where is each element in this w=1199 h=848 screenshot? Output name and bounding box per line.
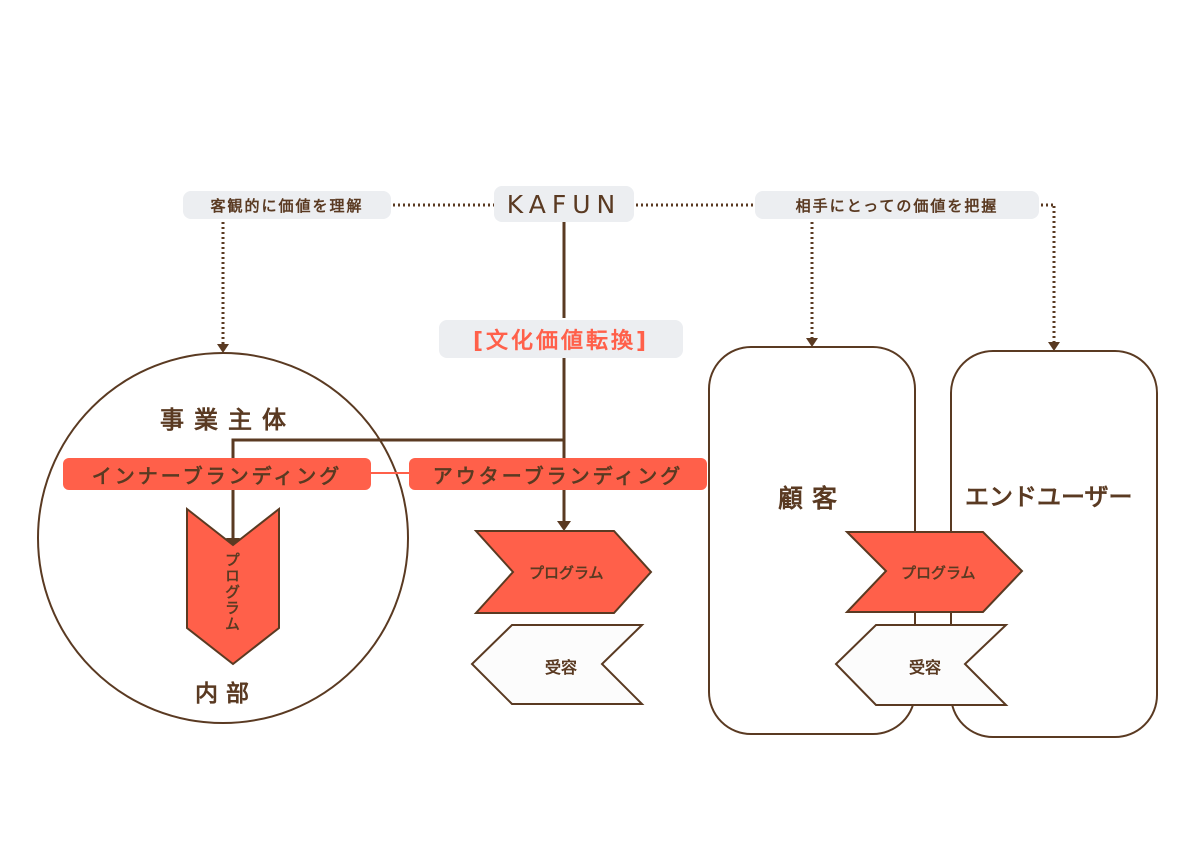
kafun-label: KAFUN [506, 189, 622, 219]
inner-branding-label: インナーブランディング [91, 463, 343, 488]
customer-title: 顧客 [778, 484, 847, 513]
inner-program-label: プログラム [223, 552, 241, 632]
partner-value-pill: 相手にとっての価値を把握 [755, 191, 1039, 219]
outer-branding-label: アウターブランディング [432, 463, 684, 488]
enduser-program-label: プログラム [901, 564, 976, 582]
outer-acceptance-label: 受容 [545, 658, 578, 677]
objective-value-label: 客観的に価値を理解 [210, 196, 364, 215]
enduser-acceptance-chevron [834, 624, 1009, 706]
outer-branding-pill: アウターブランディング [409, 458, 707, 490]
inner-branding-pill: インナーブランディング [63, 458, 371, 490]
arrowhead-enduser [1048, 342, 1060, 351]
kafun-pill: KAFUN [494, 186, 634, 222]
business-circle [37, 352, 409, 724]
business-entity-title: 事業主体 [160, 406, 296, 434]
internal-label: 内部 [195, 681, 257, 707]
arrowhead-customer [806, 338, 818, 347]
cultural-value-conversion-label: [文化価値転換] [472, 329, 650, 354]
objective-value-pill: 客観的に価値を理解 [183, 191, 391, 219]
arrowhead-outer-program [557, 521, 571, 531]
cultural-value-conversion-pill: [文化価値転換] [439, 320, 683, 358]
outer-program-label: プログラム [529, 564, 604, 582]
enduser-program-chevron [844, 531, 1024, 613]
arrowhead-inner-program [226, 538, 240, 548]
outer-acceptance-chevron [470, 624, 645, 705]
enduser-acceptance-label: 受容 [909, 658, 942, 677]
enduser-title: エンドユーザー [965, 483, 1133, 511]
partner-value-label: 相手にとっての価値を把握 [795, 196, 999, 215]
outer-program-chevron [473, 530, 653, 614]
inner-program-chevron [186, 506, 280, 666]
branch-line-inner [231, 438, 564, 540]
arrowhead-business [217, 344, 229, 353]
